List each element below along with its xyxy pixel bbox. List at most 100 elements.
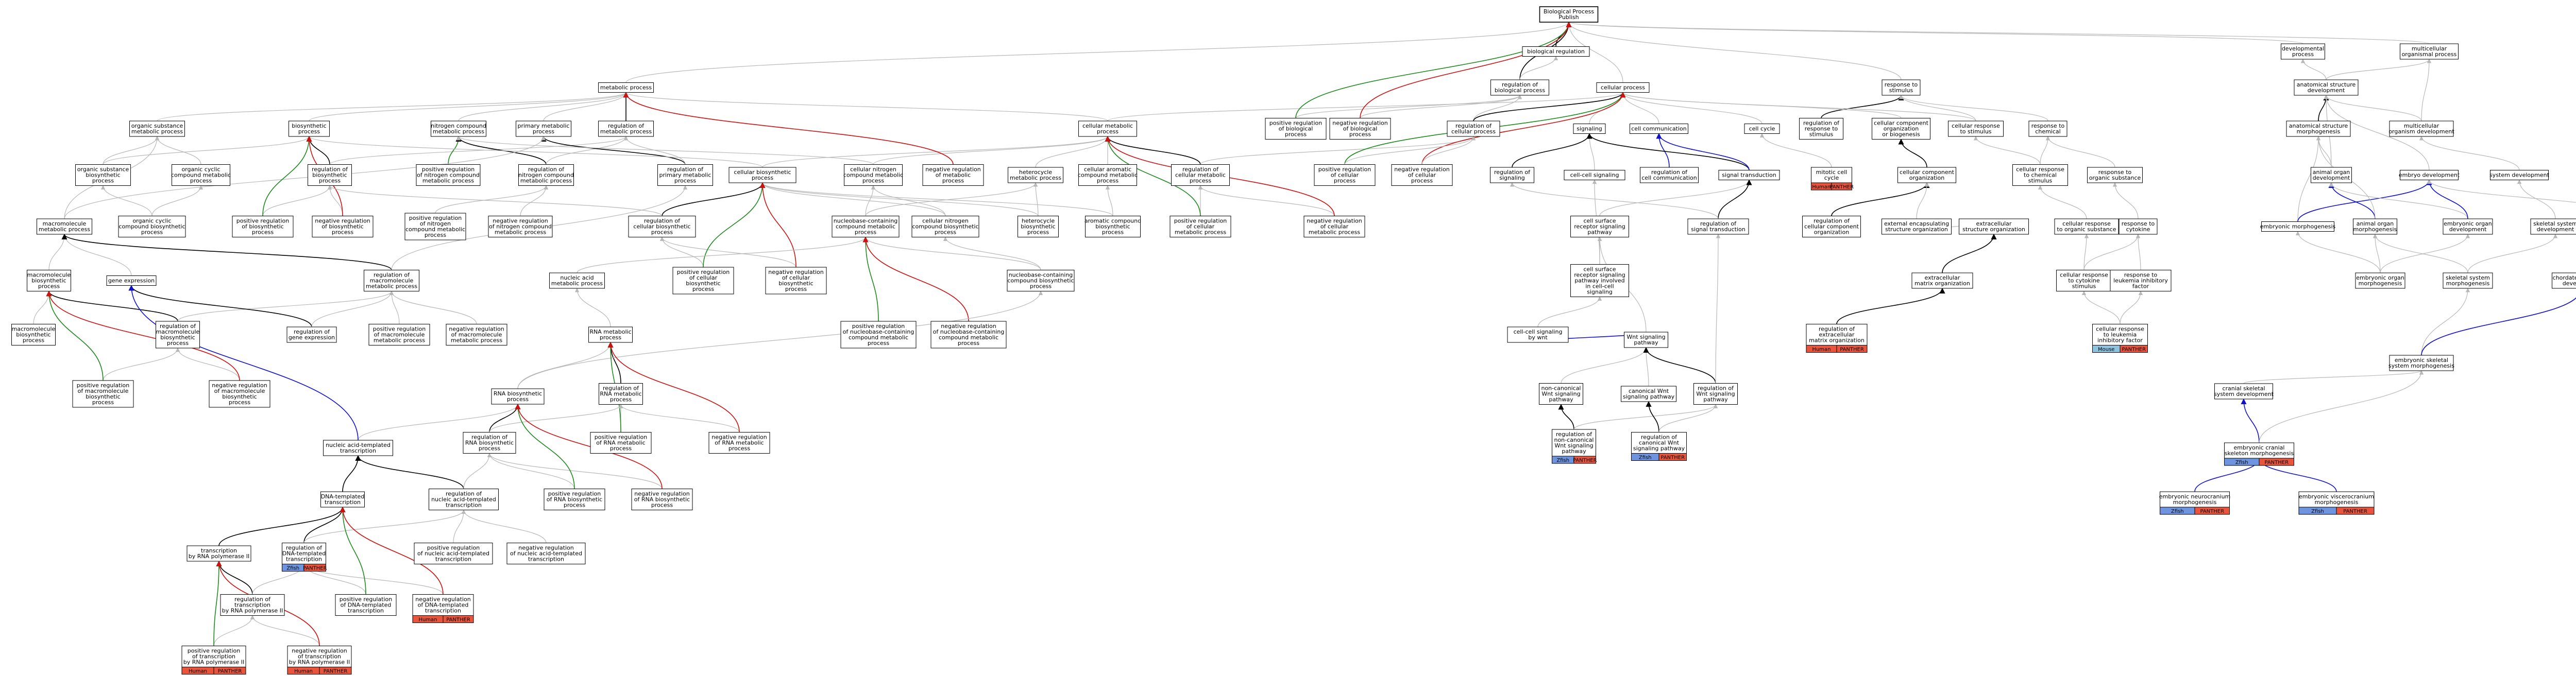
go-term-node-st[interactable]: signal transduction: [1718, 170, 1780, 180]
go-term-node-gexp[interactable]: gene expression: [106, 275, 157, 286]
go-term-node-rdtt[interactable]: regulation ofDNA-templatedtranscriptionZ…: [282, 543, 327, 572]
go-term-node-rmbp[interactable]: regulation ofmacromoleculebiosyntheticpr…: [156, 321, 200, 349]
go-term-node-breg[interactable]: biological regulation: [1522, 46, 1590, 57]
go-term-node-emorph[interactable]: embryonic morphogenesis: [2260, 221, 2336, 232]
go-term-node-cellp[interactable]: cellular process: [1596, 82, 1650, 93]
go-term-node-embdev[interactable]: embryo development: [2399, 170, 2460, 180]
go-term-node-cellcomm[interactable]: cell communication: [1630, 124, 1688, 134]
go-term-node-met[interactable]: metabolic process: [598, 82, 654, 93]
